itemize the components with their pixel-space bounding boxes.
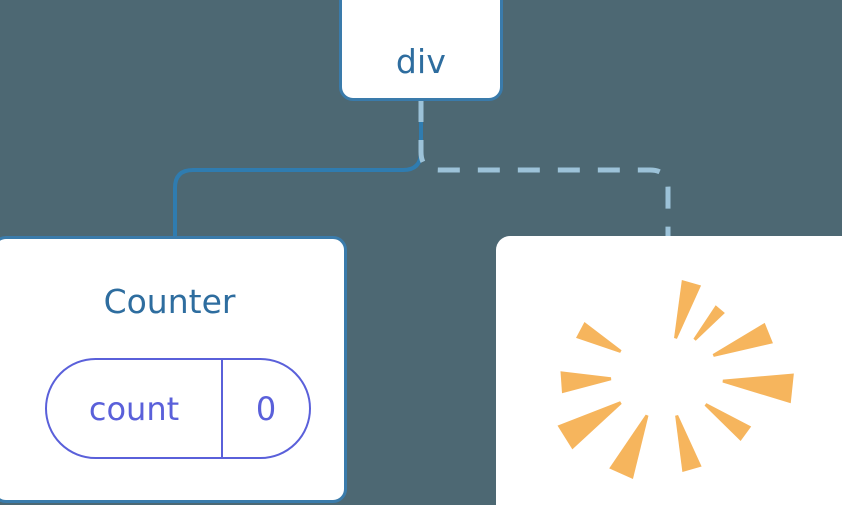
sparkle-ray-0	[674, 279, 702, 339]
sparkle-burst-icon	[557, 279, 794, 479]
prop-key: count	[47, 360, 223, 457]
prop-value: 0	[255, 389, 277, 428]
sparkle-ray-1	[693, 305, 725, 341]
node-counter[interactable]: Counter count 0	[0, 236, 347, 503]
edge-div-to-sparkle	[418, 100, 671, 236]
sparkle-ray-2	[712, 322, 773, 357]
sparkle-ray-8	[560, 371, 612, 394]
edge-div-to-counter	[173, 98, 423, 238]
sparkle-ray-9	[576, 321, 622, 353]
node-counter-label: Counter	[103, 282, 236, 321]
sparkle-ray-5	[675, 414, 702, 472]
node-div[interactable]: div	[339, 0, 503, 101]
prop-pill-count[interactable]: count 0	[45, 358, 311, 459]
sparkle-ray-7	[557, 401, 622, 450]
node-sparkle[interactable]	[496, 236, 842, 505]
sparkle-ray-6	[609, 414, 649, 479]
sparkle-ray-4	[704, 403, 752, 442]
sparkle-ray-3	[722, 373, 794, 404]
node-div-label: div	[395, 42, 447, 81]
